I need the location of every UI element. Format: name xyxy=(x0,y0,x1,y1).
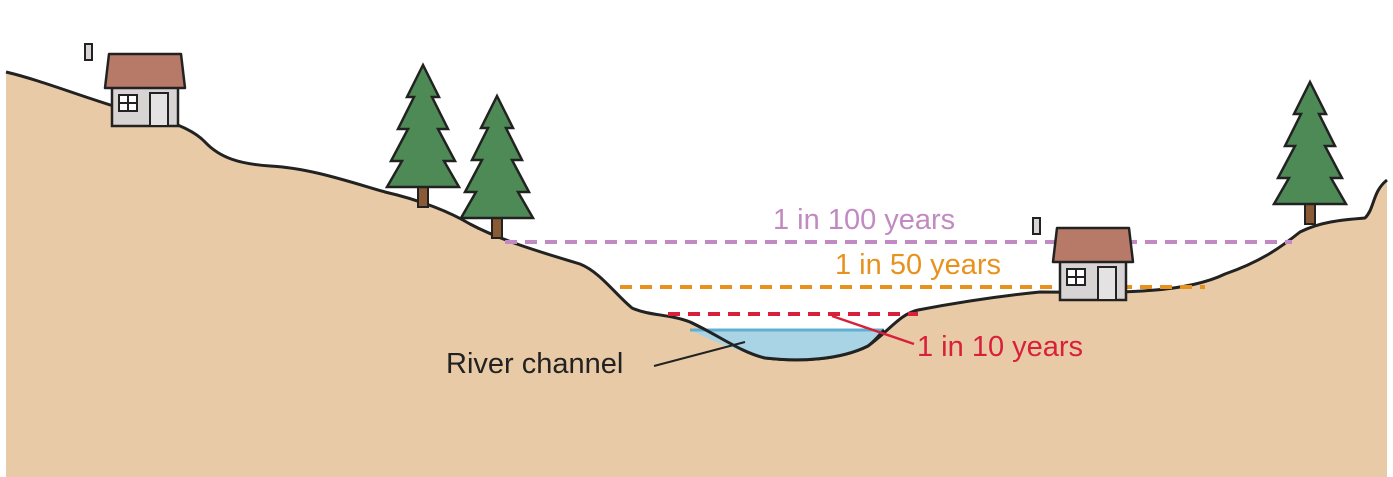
flood-10-leader xyxy=(831,314,915,346)
tree-icon xyxy=(1272,80,1348,226)
river-water xyxy=(690,330,884,361)
tree-icon xyxy=(385,63,461,209)
ground-terrain xyxy=(6,72,1387,477)
tree-icon xyxy=(459,94,535,240)
label-1-in-50-years: 1 in 50 years xyxy=(835,249,1001,281)
river-bed-outline xyxy=(689,320,886,362)
label-river-channel: River channel xyxy=(446,348,623,380)
label-1-in-10-years: 1 in 10 years xyxy=(917,331,1083,363)
river-channel-leader xyxy=(653,341,746,367)
label-1-in-100-years: 1 in 100 years xyxy=(773,204,955,236)
